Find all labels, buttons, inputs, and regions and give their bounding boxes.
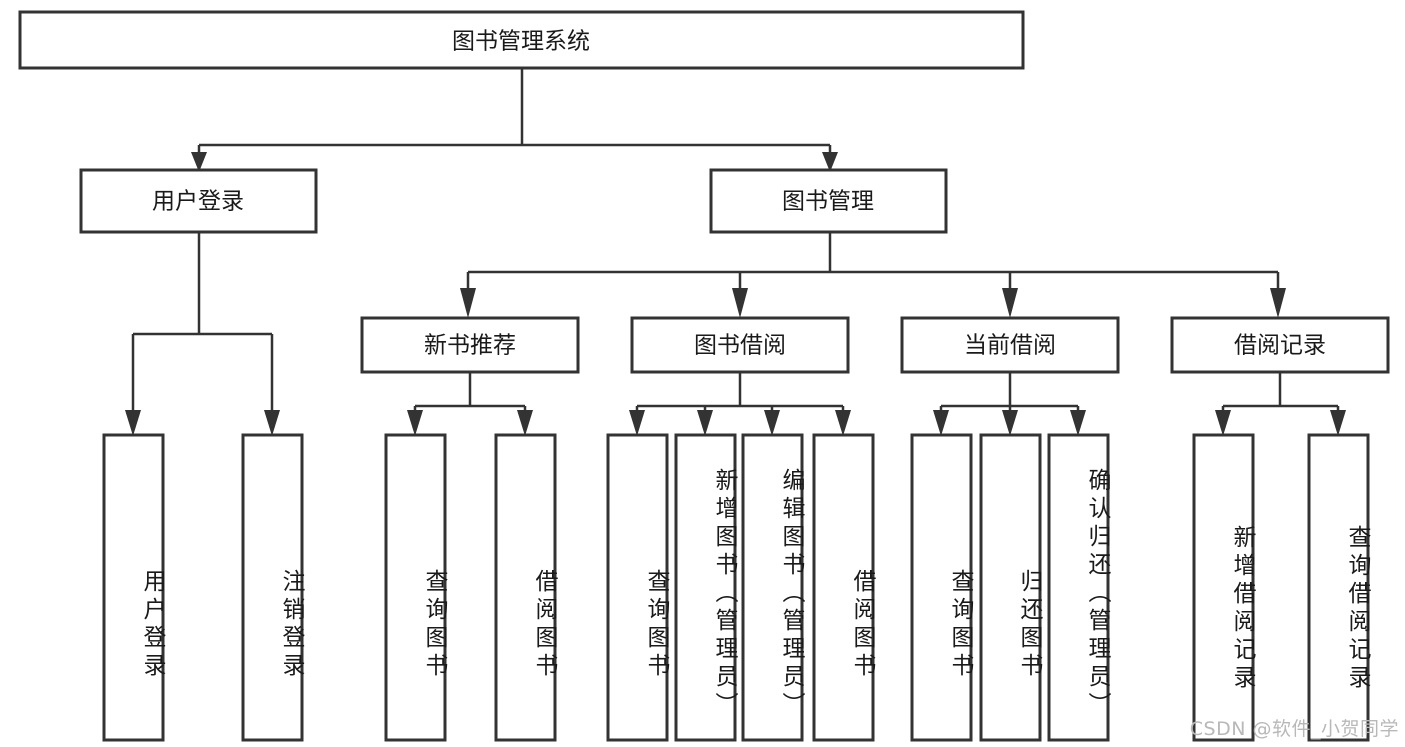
node-user-login-box[interactable] [79,168,318,234]
arrow-head-leaf-query-record [1330,410,1346,436]
node-book-borrow-box[interactable] [630,316,850,374]
connector-group-borrow-record [1215,372,1346,436]
node-root[interactable]: 图书管理系统 [18,10,1025,70]
node-leaf-add-record-box[interactable] [1192,433,1255,742]
node-borrow-record-box[interactable] [1170,316,1390,374]
watermark-label: CSDN @软件_小贺同学 [1189,718,1399,740]
node-new-book-rec-label: 新书推荐 [424,333,516,359]
arrow-head-leaf-confirm-return [1070,410,1086,436]
connector-group-book-borrow [629,372,851,436]
arrow-head-leaf-query-book-3 [933,410,949,436]
connector-group-root [191,68,838,172]
node-leaf-return-book-box[interactable] [979,433,1042,742]
node-leaf-query-book-3[interactable] [910,433,973,742]
node-leaf-user-logout[interactable] [241,433,304,742]
node-leaf-add-book[interactable] [674,433,737,742]
arrow-head-book-manage [822,152,838,172]
node-root-box[interactable] [18,10,1025,70]
arrow-head-leaf-edit-book [764,410,780,436]
arrow-head-borrow-record [1270,288,1286,318]
arrow-head-leaf-query-book-2 [629,410,645,436]
arrow-head-user-login [191,152,207,172]
node-leaf-borrow-book-2-box[interactable] [812,433,875,742]
arrow-head-leaf-add-record [1215,410,1231,436]
node-user-login[interactable]: 用户登录 [79,168,318,234]
node-leaf-borrow-book-1[interactable] [494,433,557,742]
node-leaf-return-book[interactable] [979,433,1042,742]
node-borrow-record[interactable]: 借阅记录 [1170,316,1390,374]
node-root-label: 图书管理系统 [452,29,590,55]
node-leaf-query-record-box[interactable] [1307,433,1370,742]
node-leaf-query-book-1[interactable] [384,433,447,742]
node-leaf-query-book-1-box[interactable] [384,433,447,742]
node-leaf-query-book-2-box[interactable] [606,433,669,742]
arrow-head-new-book-rec [460,288,476,318]
node-leaf-query-book-2[interactable] [606,433,669,742]
node-book-borrow[interactable]: 图书借阅 [630,316,850,374]
connector-group-book-manage [460,232,1286,318]
node-book-manage[interactable]: 图书管理 [709,168,948,234]
node-leaf-user-logout-box[interactable] [241,433,304,742]
node-current-borrow-box[interactable] [900,316,1120,374]
node-borrow-record-label: 借阅记录 [1234,333,1326,359]
node-new-book-rec-box[interactable] [360,316,580,374]
node-book-manage-label: 图书管理 [782,189,874,215]
node-current-borrow-label: 当前借阅 [964,333,1056,359]
arrow-head-leaf-return-book [1002,410,1018,436]
connector-group-user-login [125,232,280,436]
arrow-head-book-borrow [732,288,748,318]
node-leaf-edit-book[interactable] [741,433,804,742]
arrow-head-leaf-user-logout [264,410,280,436]
arrow-head-leaf-add-book [697,410,713,436]
node-leaf-confirm-return-box[interactable] [1047,433,1110,742]
arrow-head-leaf-borrow-book-2 [835,410,851,436]
node-current-borrow[interactable]: 当前借阅 [900,316,1120,374]
node-leaf-borrow-book-1-box[interactable] [494,433,557,742]
connector-group-current-borrow [933,372,1086,436]
arrow-head-leaf-borrow-book-1 [517,410,533,436]
node-leaf-edit-book-box[interactable] [741,433,804,742]
arrow-head-leaf-user-login [125,410,141,436]
node-leaf-add-record[interactable] [1192,433,1255,742]
arrow-head-leaf-query-book-1 [407,410,423,436]
node-leaf-user-login-box[interactable] [102,433,165,742]
arrow-head-current-borrow [1002,288,1018,318]
node-book-borrow-label: 图书借阅 [694,333,786,359]
connector-group-new-book-rec [407,372,533,436]
node-leaf-add-book-box[interactable] [674,433,737,742]
node-leaf-confirm-return[interactable] [1047,433,1110,742]
node-book-manage-box[interactable] [709,168,948,234]
node-leaf-borrow-book-2[interactable] [812,433,875,742]
node-new-book-rec[interactable]: 新书推荐 [360,316,580,374]
node-leaf-user-login[interactable] [102,433,165,742]
node-leaf-query-book-3-box[interactable] [910,433,973,742]
node-user-login-label: 用户登录 [152,189,244,215]
node-leaf-query-record[interactable] [1307,433,1370,742]
